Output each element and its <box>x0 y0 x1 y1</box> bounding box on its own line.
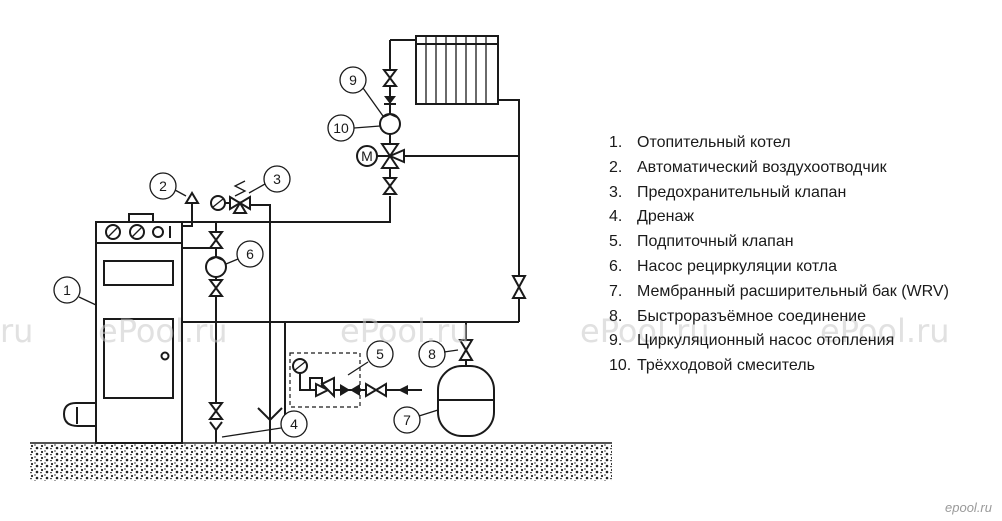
callout-4: 4 <box>290 416 298 432</box>
legend-num: 7. <box>609 282 623 300</box>
legend-text: Насос рециркуляции котла <box>637 257 838 275</box>
legend-item: 4. Дренаж <box>609 205 949 230</box>
callout-2: 2 <box>159 178 167 194</box>
legend-item: 7. Мембранный расширительный бак (WRV) <box>609 280 949 305</box>
legend-text: Предохранительный клапан <box>637 183 847 201</box>
legend-text: Автоматический воздухоотводчик <box>637 158 887 176</box>
legend-text: Подпиточный клапан <box>637 233 794 251</box>
legend-item: 8. Быстроразъёмное соединение <box>609 305 949 330</box>
floor-ground <box>30 442 612 481</box>
feed-valve-assembly <box>289 352 422 408</box>
legend-text: Быстроразъёмное соединение <box>637 307 867 325</box>
legend-text: Мембранный расширительный бак (WRV) <box>637 282 949 300</box>
legend-text: Отопительный котел <box>637 134 791 151</box>
recirc-pump-symbol <box>205 231 227 420</box>
legend-num: 6. <box>609 257 623 275</box>
callouts: 1 2 3 4 5 6 7 8 9 10 M <box>53 66 459 438</box>
callout-9: 9 <box>349 72 357 88</box>
callout-3: 3 <box>273 171 281 187</box>
mixer-motor-label: M <box>361 148 373 164</box>
legend-num: 2. <box>609 158 623 176</box>
heating-pump-group <box>356 69 405 195</box>
boiler <box>62 213 183 444</box>
expansion-tank <box>437 339 495 437</box>
pipe-network <box>182 39 520 443</box>
legend-num: 5. <box>609 233 623 251</box>
site-mark: epool.ru <box>945 500 992 515</box>
radiator <box>415 35 499 105</box>
callout-7: 7 <box>403 412 411 428</box>
legend-item: 6. Насос рециркуляции котла <box>609 255 949 280</box>
legend-item: 3. Предохранительный клапан <box>609 181 949 206</box>
legend-num: 10. <box>609 357 632 375</box>
legend-text: Дренаж <box>637 208 695 226</box>
legend-num: 9. <box>609 332 623 350</box>
watermark: ru <box>0 312 34 350</box>
legend-text: Трёхходовой смеситель <box>637 357 815 375</box>
watermark: ePool.ru <box>340 312 470 350</box>
legend-text: Циркуляционный насос отопления <box>637 332 895 350</box>
callout-10: 10 <box>333 120 349 136</box>
legend-item: 1. Отопительный котел <box>609 131 949 156</box>
watermark: ePool.ru <box>820 312 950 350</box>
return-valve-symbol <box>511 275 527 299</box>
legend-item: 5. Подпиточный клапан <box>609 230 949 255</box>
legend-list: 1. Отопительный котел 2. Автоматический во… <box>609 131 949 379</box>
relief-valve-symbol <box>210 180 251 214</box>
legend-item: 9. Циркуляционный насос отопления <box>609 329 949 354</box>
watermark: ePool.ru <box>98 312 228 350</box>
legend-item: 2. Автоматический воздухоотводчик <box>609 156 949 181</box>
legend-num: 8. <box>609 307 623 325</box>
legend-num: 1. <box>609 134 623 151</box>
legend-num: 3. <box>609 183 623 201</box>
callout-5: 5 <box>376 346 384 362</box>
callout-6: 6 <box>246 246 254 262</box>
legend-item: 10. Трёхходовой смеситель <box>609 354 949 379</box>
air-vent-symbol <box>184 191 200 204</box>
legend-num: 4. <box>609 208 623 226</box>
watermark: ePool.ru <box>580 312 710 350</box>
callout-1: 1 <box>63 282 71 298</box>
callout-8: 8 <box>428 346 436 362</box>
